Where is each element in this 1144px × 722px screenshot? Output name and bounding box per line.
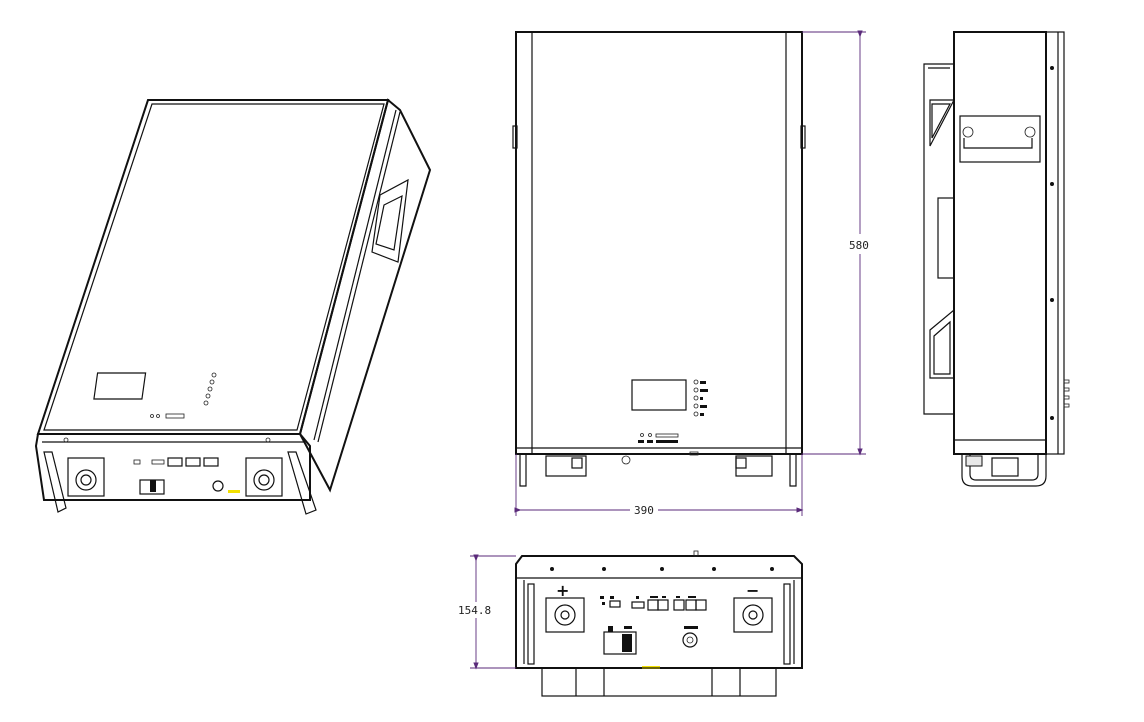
side-view — [923, 31, 1070, 487]
front-view — [512, 31, 806, 487]
depth-dimension — [456, 554, 516, 670]
depth-label: 154.8 — [458, 604, 491, 617]
width-label: 390 — [634, 504, 654, 517]
isometric-view — [34, 98, 432, 515]
positive-terminal-label: + — [556, 581, 569, 600]
led-indicators — [693, 379, 708, 417]
height-dimension — [802, 30, 872, 456]
width-dimension — [514, 454, 804, 518]
bottom-panel-view — [515, 550, 803, 697]
negative-terminal — [733, 597, 773, 633]
positive-terminal — [545, 597, 585, 633]
negative-terminal-label: − — [746, 581, 759, 600]
height-label: 580 — [849, 239, 869, 252]
